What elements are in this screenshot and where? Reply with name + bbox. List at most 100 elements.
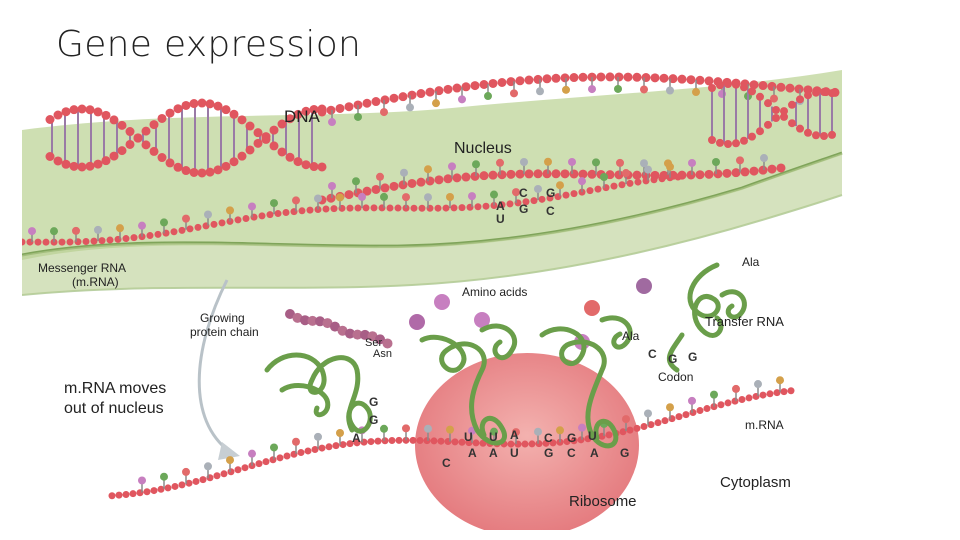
- strand-bead: [452, 438, 459, 445]
- base-knob: [614, 85, 622, 93]
- base-knob: [692, 88, 700, 96]
- strand-bead: [390, 182, 399, 191]
- strand-bead: [286, 153, 295, 162]
- strand-bead: [294, 157, 303, 166]
- base-knob: [432, 99, 440, 107]
- strand-bead: [326, 443, 333, 450]
- strand-bead: [179, 227, 186, 234]
- strand-bead: [408, 179, 417, 188]
- strand-bead: [444, 174, 453, 183]
- base-knob: [204, 462, 212, 470]
- strand-bead: [716, 81, 724, 89]
- strand-bead: [724, 80, 732, 88]
- base-knob: [292, 196, 300, 204]
- strand-bead: [110, 152, 119, 161]
- strand-bead: [788, 101, 796, 109]
- strand-bead: [254, 139, 263, 148]
- label-transfer-rna: Transfer RNA: [705, 314, 784, 329]
- strand-bead: [431, 437, 438, 444]
- strand-bead: [419, 205, 426, 212]
- strand-bead: [683, 411, 690, 418]
- strand-bead: [812, 131, 820, 139]
- strand-bead: [606, 72, 615, 81]
- strand-bead: [489, 79, 498, 88]
- strand-bead: [462, 82, 471, 91]
- mrna-movement-arrow: [199, 280, 230, 452]
- base-knob: [644, 409, 652, 417]
- label-dna: DNA: [284, 107, 321, 126]
- base-knob: [204, 211, 212, 219]
- base-knob: [400, 169, 408, 177]
- strand-bead: [740, 83, 748, 91]
- strand-bead: [760, 392, 767, 399]
- strand-bead: [107, 237, 114, 244]
- strand-bead: [459, 204, 466, 211]
- strand-bead: [740, 137, 748, 145]
- base-knob: [160, 218, 168, 226]
- amino-acid: [636, 278, 652, 294]
- base-letter: G: [369, 395, 378, 409]
- strand-bead: [214, 472, 221, 479]
- base-letter: C: [567, 446, 576, 460]
- strand-bead: [256, 460, 263, 467]
- strand-bead: [659, 175, 666, 182]
- strand-bead: [767, 390, 774, 397]
- strand-bead: [46, 152, 55, 161]
- strand-bead: [67, 238, 74, 245]
- strand-bead: [651, 73, 660, 82]
- strand-bead: [732, 81, 740, 89]
- strand-bead: [619, 181, 626, 188]
- strand-bead: [299, 207, 306, 214]
- base-knob: [328, 118, 336, 126]
- strand-bead: [655, 419, 662, 426]
- strand-bead: [471, 81, 480, 90]
- strand-bead: [641, 423, 648, 430]
- strand-bead: [142, 140, 151, 149]
- base-letter: G: [620, 446, 629, 460]
- base-knob: [736, 156, 744, 164]
- strand-bead: [310, 162, 319, 171]
- strand-bead: [270, 126, 279, 135]
- strand-bead: [62, 160, 71, 169]
- base-letter: G: [544, 446, 553, 460]
- base-knob: [380, 425, 388, 433]
- amino-acid: [409, 314, 425, 330]
- strand-bead: [123, 491, 130, 498]
- strand-bead: [399, 92, 408, 101]
- base-knob: [226, 456, 234, 464]
- base-letter: U: [496, 212, 505, 226]
- strand-bead: [651, 176, 658, 183]
- base-knob: [270, 199, 278, 207]
- strand-bead: [263, 458, 270, 465]
- strand-bead: [206, 99, 215, 108]
- strand-bead: [399, 180, 408, 189]
- strand-bead: [254, 128, 263, 137]
- strand-bead: [54, 156, 63, 165]
- base-knob: [448, 162, 456, 170]
- strand-bead: [396, 437, 403, 444]
- strand-bead: [134, 134, 143, 143]
- label-nucleus: Nucleus: [454, 140, 512, 157]
- base-knob: [588, 85, 596, 93]
- strand-bead: [597, 72, 606, 81]
- strand-bead: [123, 235, 130, 242]
- base-letter: U: [489, 430, 498, 444]
- strand-bead: [507, 200, 514, 207]
- base-letter: C: [544, 431, 553, 445]
- strand-bead: [278, 147, 287, 156]
- strand-bead: [372, 97, 381, 106]
- strand-bead: [230, 110, 239, 119]
- strand-bead: [345, 102, 354, 111]
- base-knob: [578, 424, 586, 432]
- strand-bead: [438, 438, 445, 445]
- strand-bead: [741, 167, 750, 176]
- label-asn: Asn: [373, 348, 392, 360]
- strand-bead: [235, 466, 242, 473]
- strand-bead: [305, 447, 312, 454]
- strand-bead: [615, 170, 624, 179]
- base-knob: [562, 86, 570, 94]
- strand-bead: [158, 114, 167, 123]
- base-knob: [160, 473, 168, 481]
- base-knob: [94, 226, 102, 234]
- strand-bead: [319, 445, 326, 452]
